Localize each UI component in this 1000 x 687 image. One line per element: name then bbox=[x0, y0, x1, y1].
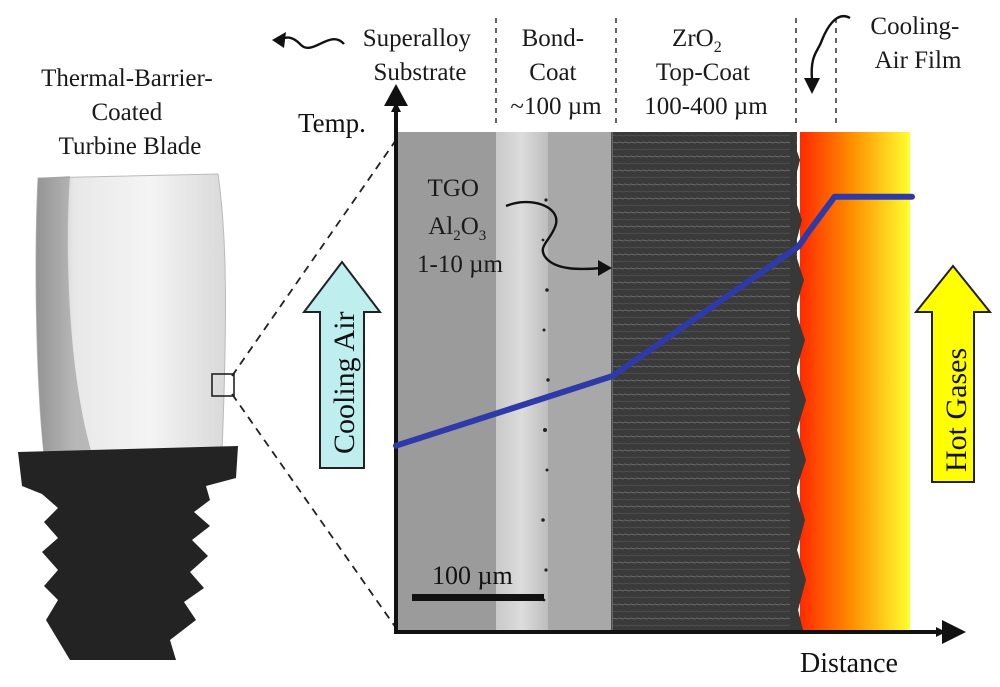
tgo-pointer-arrow bbox=[505, 200, 603, 271]
bond-coat-label-line-2: Coat bbox=[529, 59, 576, 86]
blade-title-line-1: Thermal-Barrier- bbox=[41, 65, 213, 92]
scale-bar-label: 100 µm bbox=[432, 561, 513, 590]
temperature-profile-line bbox=[393, 193, 915, 449]
x-axis-arrowhead bbox=[942, 620, 966, 644]
cooling-air-arrow-shape bbox=[301, 260, 383, 469]
air-film-arrowhead bbox=[804, 78, 820, 94]
y-axis-arrowhead bbox=[384, 84, 408, 106]
tgo-label: TGO Al2O3 1-10 µm bbox=[417, 175, 503, 278]
cooling-air-label: Cooling Air bbox=[328, 311, 361, 454]
substrate-squiggle-arrow bbox=[275, 36, 345, 49]
blade-title-line-3: Turbine Blade bbox=[59, 133, 202, 160]
hot-gases-arrow: Hot Gases bbox=[913, 264, 993, 483]
bond-coat-pores bbox=[541, 198, 550, 602]
bond-coat-label-line-1: Bond- bbox=[522, 25, 585, 52]
substrate-label-line-1: Superalloy bbox=[363, 25, 472, 52]
hot-gases-label: Hot Gases bbox=[940, 348, 973, 472]
hot-gases-arrow-shape bbox=[913, 264, 993, 483]
substrate-label-line-2: Substrate bbox=[373, 59, 466, 86]
substrate-label: Superalloy Substrate bbox=[363, 25, 478, 86]
air-film-label: Cooling- Air Film bbox=[870, 13, 965, 74]
bond-coat-region bbox=[496, 132, 548, 630]
x-axis-label: Distance bbox=[800, 648, 898, 679]
blade-edge-shading bbox=[36, 176, 92, 455]
tgo-label-line-3: 1-10 µm bbox=[417, 251, 503, 278]
tgo-label-line-1: TGO bbox=[428, 175, 479, 202]
bond-coat-label: Bond- Coat ~100 µm bbox=[510, 25, 602, 120]
air-film-squiggle-arrow bbox=[810, 15, 851, 81]
y-axis-label: Temp. bbox=[298, 108, 366, 138]
tgo-formula: Al2O3 bbox=[428, 213, 486, 244]
bond-coat-label-line-3: ~100 µm bbox=[510, 93, 602, 120]
substrate-region bbox=[396, 132, 496, 630]
top-coat-region bbox=[613, 132, 797, 630]
blade-title-line-2: Coated bbox=[91, 99, 162, 126]
top-coat-label: ZrO2 Top-Coat 100-400 µm bbox=[644, 25, 768, 120]
air-film-label-line-2: Air Film bbox=[875, 47, 962, 74]
blade-title: Thermal-Barrier- Coated Turbine Blade bbox=[41, 65, 219, 160]
blade-zoom-box bbox=[211, 373, 235, 397]
cooling-air-arrow: Cooling Air bbox=[301, 260, 383, 469]
turbine-blade-image bbox=[18, 173, 238, 660]
top-coat-label-line-3: 100-400 µm bbox=[644, 93, 768, 120]
air-film-label-line-1: Cooling- bbox=[870, 13, 959, 40]
top-coat-label-line-2: Top-Coat bbox=[656, 59, 750, 86]
top-coat-edge-overlay bbox=[790, 132, 806, 630]
zoom-line-bottom bbox=[231, 393, 397, 629]
zoom-line-top bbox=[231, 139, 397, 377]
micrograph bbox=[396, 132, 910, 630]
tgo-pointer-arrowhead bbox=[598, 260, 612, 276]
layer-dividers bbox=[495, 18, 837, 128]
blade-root bbox=[18, 446, 238, 660]
top-coat-formula: ZrO2 bbox=[672, 25, 722, 56]
substrate-arrowhead bbox=[272, 32, 286, 48]
scale-bar bbox=[412, 594, 544, 601]
hot-gas-region bbox=[800, 132, 910, 630]
